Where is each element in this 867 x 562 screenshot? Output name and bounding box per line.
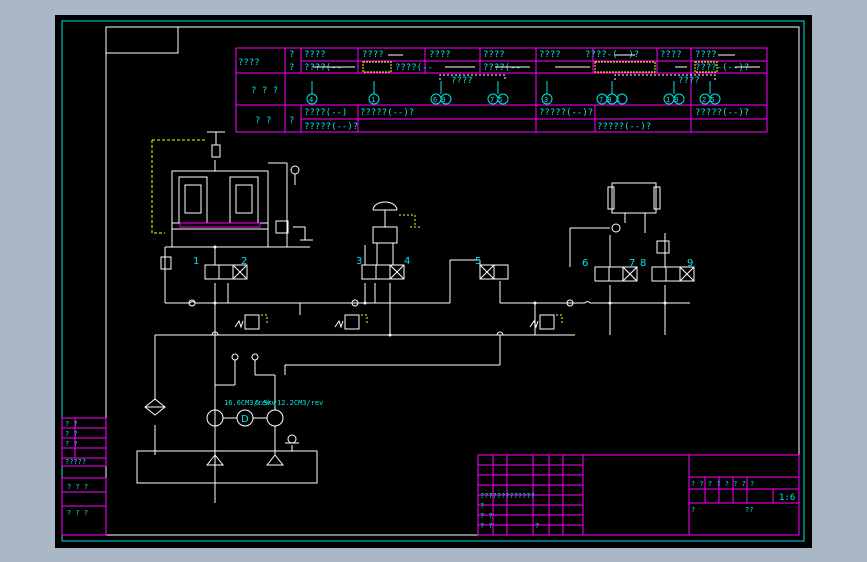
valve-label-9: 9 xyxy=(687,258,693,269)
check-valves xyxy=(160,223,670,307)
tbl-col-5: ???? xyxy=(539,50,561,60)
gauge-top-left xyxy=(268,162,313,247)
circle-label-7: 1 9 xyxy=(666,96,679,104)
directional-valves xyxy=(204,264,695,282)
table-highlights xyxy=(362,61,718,73)
left-strip-r2: ? ? xyxy=(65,430,78,438)
tbl-col-3: ???? xyxy=(429,50,451,60)
tbl-row3-mid: ? xyxy=(289,116,294,126)
tbl-header-left-2: ? xyxy=(289,50,294,60)
valve-label-2: 2 xyxy=(241,256,247,267)
sequence-table xyxy=(235,47,768,133)
tbl-group-1: ???? xyxy=(451,76,473,86)
circle-label-8: 2 5 xyxy=(702,96,715,104)
title-left-r2: ? xyxy=(480,502,484,510)
left-strip-r6: ? ? ? xyxy=(67,509,88,517)
title-row-c: ?? xyxy=(745,506,753,514)
circle-label-4: 7 5 xyxy=(490,96,503,104)
tbl-bottom-3: ?????(--)? xyxy=(360,108,414,118)
left-strip-r4: ????? xyxy=(65,458,86,466)
tbl-bottom-2: ?????(--)? xyxy=(304,122,358,132)
valve-label-5: 5 xyxy=(475,256,481,267)
pilot-line-left xyxy=(151,139,207,234)
tbl-col-1: ???? xyxy=(304,50,326,60)
valve-labels: 1 2 3 4 5 6 7 8 9 xyxy=(193,256,693,269)
table-brackets xyxy=(439,74,716,80)
tbl-r1-end: ????-(--)? xyxy=(695,63,749,73)
title-row-a: ? ? ? ? ? ? ? ? xyxy=(691,480,754,488)
tbl-r1-b2: ????(-- xyxy=(395,63,433,73)
valve-label-7: 7 xyxy=(629,258,635,269)
outer-frame xyxy=(61,20,805,542)
tbl-row2-left: ? ? ? xyxy=(251,86,278,96)
circle-label-6: 7 8 1 xyxy=(599,96,620,104)
valve-label-1: 1 xyxy=(193,256,199,267)
title-block-text: 1:6 ? ? ? ? ? ? ? ? ? ?? ????????????? ?… xyxy=(480,480,795,530)
tbl-col-2: ???? xyxy=(362,50,384,60)
pump-unit xyxy=(136,353,318,484)
tbl-header-left: ???? xyxy=(238,58,260,68)
circle-label-1: 4 xyxy=(309,96,313,104)
left-strip xyxy=(61,417,107,536)
title-left-r3: ? ? xyxy=(480,512,493,520)
valve-label-8: 8 xyxy=(640,258,646,269)
title-left-r1: ????????????? xyxy=(480,492,535,500)
table-arrows xyxy=(313,54,760,68)
valve-label-6: 6 xyxy=(582,258,588,269)
pump-flow-2: 12.2CM3/rev xyxy=(277,399,323,407)
tbl-col-6: ???? xyxy=(660,50,682,60)
pump-flow-1: 16.6CM3/rev xyxy=(224,399,270,407)
hydraulic-schematic: ???? ? ? ???? ???? ???? ???? ???? ???? ?… xyxy=(61,20,805,542)
pump-pressure: 6.5kw xyxy=(255,399,277,407)
inner-frame xyxy=(105,26,800,536)
press-cylinders xyxy=(171,131,269,247)
title-row-b: ? xyxy=(691,506,695,514)
tbl-col-7: ???? xyxy=(695,50,717,60)
left-strip-r3: ? ? xyxy=(65,440,78,448)
tbl-group-2: ???? xyxy=(678,76,700,86)
circle-labels: 4 1 6 9 7 5 3 7 8 1 1 9 2 5 xyxy=(309,96,715,104)
tbl-r1-b1: ????(-- xyxy=(304,63,342,73)
valve-label-3: 3 xyxy=(356,256,362,267)
drawing-canvas[interactable]: ???? ? ? ???? ???? ???? ???? ???? ???? ?… xyxy=(55,15,812,548)
valve-label-4: 4 xyxy=(404,256,410,267)
middle-cylinder xyxy=(372,201,398,265)
tbl-r1-b3: ????(-- xyxy=(483,63,521,73)
title-left-r5: ? xyxy=(535,522,539,530)
tbl-bottom-6: ?????(--)? xyxy=(695,108,749,118)
tbl-bottom-5: ?????(--)? xyxy=(597,122,651,132)
press-plate xyxy=(179,222,261,228)
table-circles xyxy=(306,81,721,105)
circle-label-5: 3 xyxy=(544,96,548,104)
table-text: ???? ? ? ???? ???? ???? ???? ???? ???? ?… xyxy=(238,50,749,132)
main-lines xyxy=(154,227,690,503)
tbl-bottom-1: ????(--) xyxy=(304,108,347,118)
title-scale: 1:6 xyxy=(779,493,795,503)
relief-valves xyxy=(234,314,555,330)
tbl-row3-left: ? ? xyxy=(255,116,271,126)
left-strip-r1: ? ? xyxy=(65,420,78,428)
circle-label-2: 1 xyxy=(371,96,375,104)
junction-dots xyxy=(213,245,667,337)
corner-box xyxy=(105,26,179,54)
tbl-r1-c: ????-(--)? xyxy=(585,50,639,60)
pilot-line-mid xyxy=(399,214,420,228)
left-strip-text: ? ? ? ? ? ? ????? ? ? ? ? ? ? xyxy=(65,420,88,517)
tbl-bottom-4: ?????(--)? xyxy=(539,108,593,118)
tbl-header-left-3: ? xyxy=(289,63,294,73)
relief-pilot-lines xyxy=(261,314,563,325)
title-block xyxy=(477,454,800,536)
right-cylinder xyxy=(607,182,661,233)
pump-motor-label: D xyxy=(241,414,249,425)
title-left-r4: ? ? xyxy=(480,522,493,530)
pump-text: 16.6CM3/rev 6.5kw 12.2CM3/rev xyxy=(224,399,323,407)
tbl-col-4: ???? xyxy=(483,50,505,60)
circle-label-3: 6 9 xyxy=(433,96,446,104)
left-strip-r5: ? ? ? xyxy=(67,483,88,491)
